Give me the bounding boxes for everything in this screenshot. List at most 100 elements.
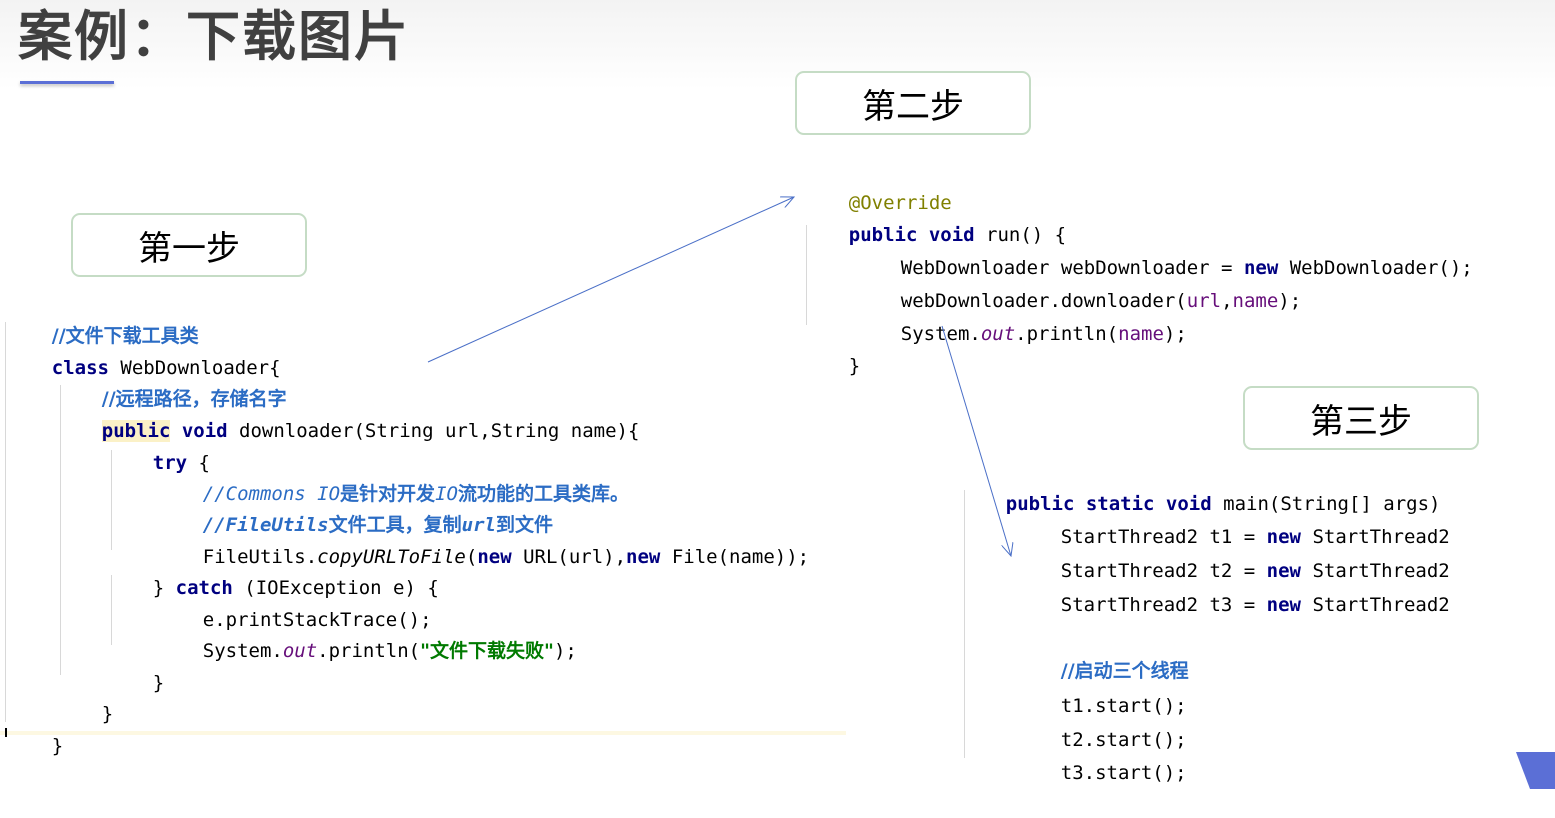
code-text: { [187,452,210,474]
code-block-main-method: public static void main(String[] args) S… [960,459,1450,784]
code-line: FileUtils.copyURLToFile(new URL(url),new… [157,512,809,568]
code-text: WebDownloader{ [108,357,281,379]
code-text: WebDownloader(); [1278,257,1473,279]
code-keyword: class [51,357,109,379]
code-text: } [152,672,165,694]
code-keyword: public [848,224,918,246]
code-text: StartThread2 t3 = [1060,594,1267,616]
code-line: //远程路径，存储名字 [56,354,287,410]
code-comment: // [202,483,226,505]
code-keyword: new [477,546,512,568]
code-line: @Override [803,158,952,214]
title-underline [20,81,114,84]
code-keyword: new [626,546,661,568]
arrow-step2-to-step3 [941,325,1011,556]
code-line: class WebDownloader{ [6,323,281,379]
indent-guide [806,225,807,325]
code-text: WebDownloader webDownloader = [900,257,1244,279]
code-text: ); [553,640,577,662]
indent-guide [60,385,61,675]
code-text: System. [202,640,283,662]
code-comment: 到文件 [495,514,553,536]
code-line: StartThread2 t3 = new StartThread2 [1015,560,1450,616]
code-text: e.printStackTrace(); [202,609,432,631]
code-line: StartThread2 t1 = new StartThread2 [1015,492,1450,548]
code-comment: //文件下载工具类 [51,325,199,347]
code-text: webDownloader.downloader( [900,290,1187,312]
code-keyword: void [170,420,228,442]
step-one-label: 第一步 [71,213,307,277]
step-connector-arrows [427,0,1555,789]
code-text: .println( [1015,323,1119,345]
indent-guide [964,490,965,758]
code-field: name [1118,323,1164,345]
arrow-step1-to-step2 [427,197,794,363]
code-line: public static void main(String[] args) [960,459,1441,515]
code-field: out [980,323,1016,345]
code-text: File(name)); [660,546,810,568]
code-line: public void downloader(String url,String… [56,386,639,442]
code-comment: Commons IO [225,483,341,505]
code-line: } catch (IOException e) { [107,543,439,599]
code-keyword: catch [175,577,233,599]
code-text: } [101,703,114,725]
code-line: try { [107,418,210,474]
code-text: run() { [974,224,1067,246]
code-keyword: static [1074,493,1155,515]
code-line: //Commons IO是针对开发IO流功能的工具类库。 [157,449,629,505]
code-line: //FileUtils文件工具，复制url到文件 [157,480,553,536]
code-comment: IO [435,483,458,505]
corner-decoration [1516,752,1555,789]
code-line: t1.start(); [1015,661,1187,717]
code-field: name [1232,290,1279,312]
code-text: t1.start(); [1060,695,1187,717]
code-text: StartThread2 t2 = [1060,560,1267,582]
code-line: } [56,669,113,725]
code-line: WebDownloader webDownloader = new WebDow… [855,223,1473,279]
step-two-label: 第二步 [795,71,1031,135]
code-line: StartThread2 t2 = new StartThread2 [1015,526,1450,582]
code-line: e.printStackTrace(); [157,575,432,631]
code-text: main(String[] args) [1211,493,1441,515]
code-method: copyURLToFile [317,546,466,568]
code-comment: //FileUtils [202,514,329,536]
code-block-run-method: @Override public void run() { WebDownloa… [803,158,1473,377]
code-comment: 流功能的工具类库。 [457,483,629,505]
step-three-label: 第三步 [1243,386,1479,450]
code-line: } [107,638,164,694]
code-text: ); [1278,290,1302,312]
code-field: url [1186,290,1222,312]
indent-guide [111,575,112,645]
code-text: ( [465,546,478,568]
code-keyword: try [152,452,188,474]
code-keyword: new [1243,257,1279,279]
code-line: webDownloader.downloader(url,name); [855,256,1301,312]
code-string: "文件下载失败" [420,640,554,662]
code-comment: url [461,514,496,536]
code-line: } [803,321,860,377]
code-keyword: void [1154,493,1212,515]
slide-title: 案例：下载图片 [18,5,410,68]
header-background [0,0,1555,90]
code-text: .println( [317,640,421,662]
code-text: , [1221,290,1233,312]
code-text: } [51,735,64,757]
code-comment: 文件工具，复制 [328,514,462,536]
code-comment: //启动三个线程 [1060,660,1189,682]
code-line: //启动三个线程 [1015,626,1189,682]
code-text: StartThread2 [1301,560,1450,582]
code-text: t3.start(); [1060,762,1187,784]
code-block-webdownloader: //文件下载工具类 class WebDownloader{ //远程路径，存储… [5,291,809,757]
text-caret [5,728,7,737]
indent-guide [111,450,112,550]
code-text: StartThread2 t1 = [1060,526,1267,548]
code-keyword: void [917,224,975,246]
code-line: //文件下载工具类 [6,291,199,347]
code-line: } [6,701,63,757]
code-text: FileUtils. [202,546,318,568]
code-line: System.out.println("文件下载失败"); [157,606,577,662]
code-text: StartThread2 [1301,594,1450,616]
current-line-highlight [0,731,846,735]
code-text: t2.start(); [1060,729,1187,751]
code-annotation: @Override [848,192,952,214]
